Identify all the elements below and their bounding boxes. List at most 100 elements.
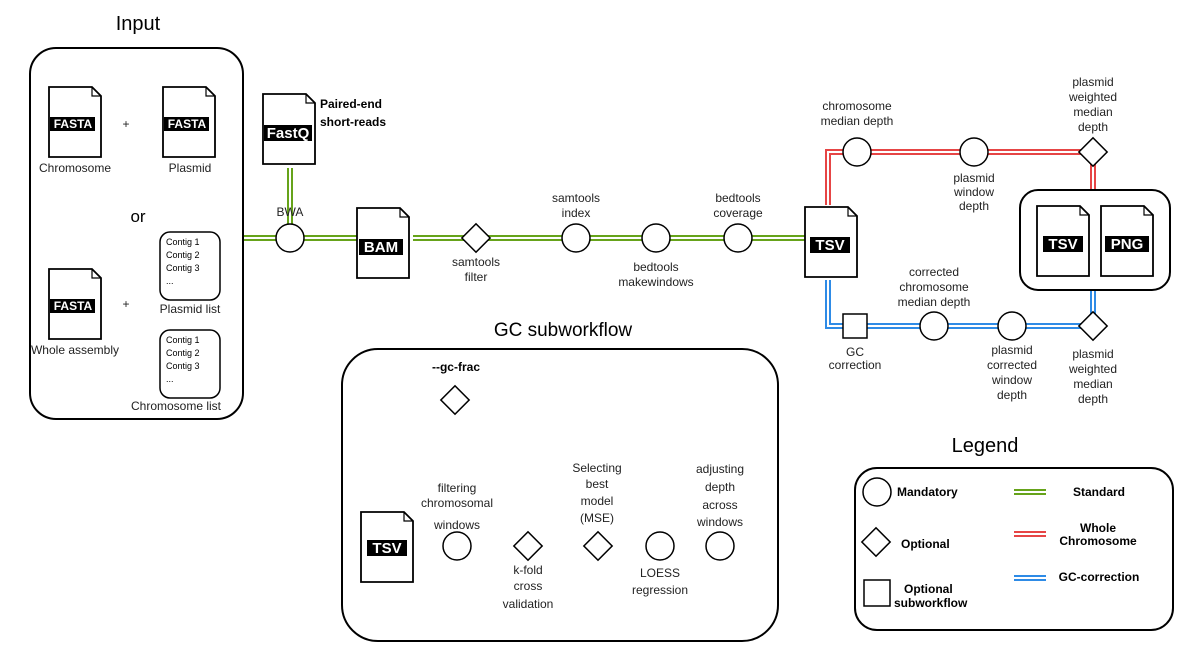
legend-optional-subworkflow-icon [863, 579, 891, 607]
plus-sign-2: + [122, 297, 129, 311]
tsv-gc-file: TSV [360, 511, 414, 583]
svg-text:FastQ: FastQ [267, 125, 310, 142]
gc-correction-label-2: correction [829, 358, 882, 372]
svg-text:BAM: BAM [364, 239, 398, 256]
tsv-main-file: TSV [804, 206, 858, 278]
or-label: or [130, 207, 145, 226]
fasta-whole-assembly-file: FASTA [48, 268, 102, 340]
svg-text:FASTA: FASTA [168, 117, 207, 131]
corrected-chrom-label-3: median depth [898, 295, 971, 309]
filtering-label-3: windows [433, 518, 480, 532]
plus-sign: + [122, 117, 129, 131]
plasmid-window-label-1: plasmid [953, 171, 994, 185]
gc-subworkflow-title: GC subworkflow [494, 320, 633, 341]
legend-optional-icon [860, 526, 892, 558]
samtools-filter-node [460, 222, 492, 254]
samtools-filter-label-2: filter [465, 270, 488, 284]
svg-text:Contig 2: Contig 2 [166, 250, 200, 260]
chromosome-label: Chromosome [39, 161, 111, 175]
selecting-label-3: model [581, 494, 614, 508]
svg-text:Contig 3: Contig 3 [166, 361, 200, 371]
filtering-label-1: filtering [438, 481, 477, 495]
filtering-node [442, 531, 472, 561]
svg-text:TSV: TSV [372, 540, 401, 557]
legend-optional-sub-label-2: subworkflow [894, 596, 968, 610]
plasmid-weighted-corr-label-3: median [1073, 377, 1112, 391]
svg-text:...: ... [166, 374, 174, 384]
samtools-index-label-1: samtools [552, 191, 600, 205]
filtering-label-2: chromosomal [421, 496, 493, 510]
selecting-best-model-node [582, 530, 614, 562]
plasmid-weighted-corr-label-4: depth [1078, 392, 1108, 406]
legend-mandatory-icon [862, 477, 892, 507]
corrected-chrom-label-1: corrected [909, 265, 959, 279]
adjusting-label-4: windows [696, 515, 743, 529]
plasmid-window-label-2: window [953, 185, 994, 199]
plasmid-corrected-window-node [997, 311, 1027, 341]
legend-optional-sub-label-1: Optional [904, 582, 953, 596]
adjusting-depth-node [705, 531, 735, 561]
bedtools-coverage-label-2: coverage [713, 206, 763, 220]
adjusting-label-2: depth [705, 480, 735, 494]
chromosome-list-label: Chromosome list [131, 399, 222, 413]
gc-frac-node [439, 384, 471, 416]
plasmid-label: Plasmid [169, 161, 212, 175]
gc-correction-label-1: GC [846, 345, 864, 359]
short-reads-label: short-reads [320, 115, 386, 129]
kfold-label-2: cross [514, 579, 543, 593]
kfold-node [512, 530, 544, 562]
svg-text:TSV: TSV [815, 237, 844, 254]
fastq-file: FastQ [262, 93, 316, 165]
fasta-plasmid-file: FASTA [162, 86, 216, 158]
svg-text:TSV: TSV [1048, 236, 1077, 253]
bedtools-coverage-label-1: bedtools [715, 191, 760, 205]
bedtools-coverage-node [723, 223, 753, 253]
svg-text:Contig 1: Contig 1 [166, 237, 200, 247]
plasmid-weighted-label-1: plasmid [1072, 75, 1113, 89]
adjusting-label-3: across [702, 498, 737, 512]
bedtools-makewindows-label-2: makewindows [618, 275, 693, 289]
plasmid-weighted-median-node [1077, 136, 1109, 168]
adjusting-label-1: adjusting [696, 462, 744, 476]
svg-text:FASTA: FASTA [54, 299, 93, 313]
whole-assembly-label: Whole assembly [31, 343, 119, 357]
svg-text:Contig 1: Contig 1 [166, 335, 200, 345]
chromosome-median-label-1: chromosome [822, 99, 892, 113]
selecting-label-1: Selecting [572, 461, 621, 475]
samtools-index-node [561, 223, 591, 253]
chromosome-median-label-2: median depth [821, 114, 894, 128]
plasmid-weighted-label-3: median [1073, 105, 1112, 119]
gc-correction-node [842, 313, 868, 339]
png-output-file: PNG [1100, 205, 1154, 277]
kfold-label-3: validation [503, 597, 554, 611]
plasmid-corrected-label-3: window [991, 373, 1032, 387]
loess-node [645, 531, 675, 561]
legend-box [854, 467, 1174, 631]
input-title: Input [116, 13, 161, 35]
fasta-chromosome-file: FASTA [48, 86, 102, 158]
svg-text:...: ... [166, 276, 174, 286]
chromosome-median-depth-node [842, 137, 872, 167]
corrected-chromosome-median-node [919, 311, 949, 341]
plasmid-corrected-label-4: depth [997, 388, 1027, 402]
loess-label-2: regression [632, 583, 688, 597]
svg-text:FASTA: FASTA [54, 117, 93, 131]
svg-text:Contig 3: Contig 3 [166, 263, 200, 273]
plasmid-window-depth-node [959, 137, 989, 167]
samtools-index-label-2: index [562, 206, 591, 220]
selecting-label-4: (MSE) [580, 511, 614, 525]
samtools-filter-label-1: samtools [452, 255, 500, 269]
plasmid-list-label: Plasmid list [160, 302, 221, 316]
selecting-label-2: best [586, 477, 609, 491]
chromosome-list-box: Contig 1 Contig 2 Contig 3 ... [159, 329, 221, 399]
legend-optional-label: Optional [901, 537, 950, 551]
plasmid-corrected-label-1: plasmid [991, 343, 1032, 357]
legend-gc-correction-label: GC-correction [1059, 570, 1140, 584]
loess-label-1: LOESS [640, 566, 680, 580]
bam-file: BAM [356, 207, 410, 279]
plasmid-weighted-label-4: depth [1078, 120, 1108, 134]
tsv-output-file: TSV [1036, 205, 1090, 277]
legend-whole-label-1: Whole [1080, 521, 1116, 535]
plasmid-weighted-corrected-node [1077, 310, 1109, 342]
bedtools-makewindows-label-1: bedtools [633, 260, 678, 274]
